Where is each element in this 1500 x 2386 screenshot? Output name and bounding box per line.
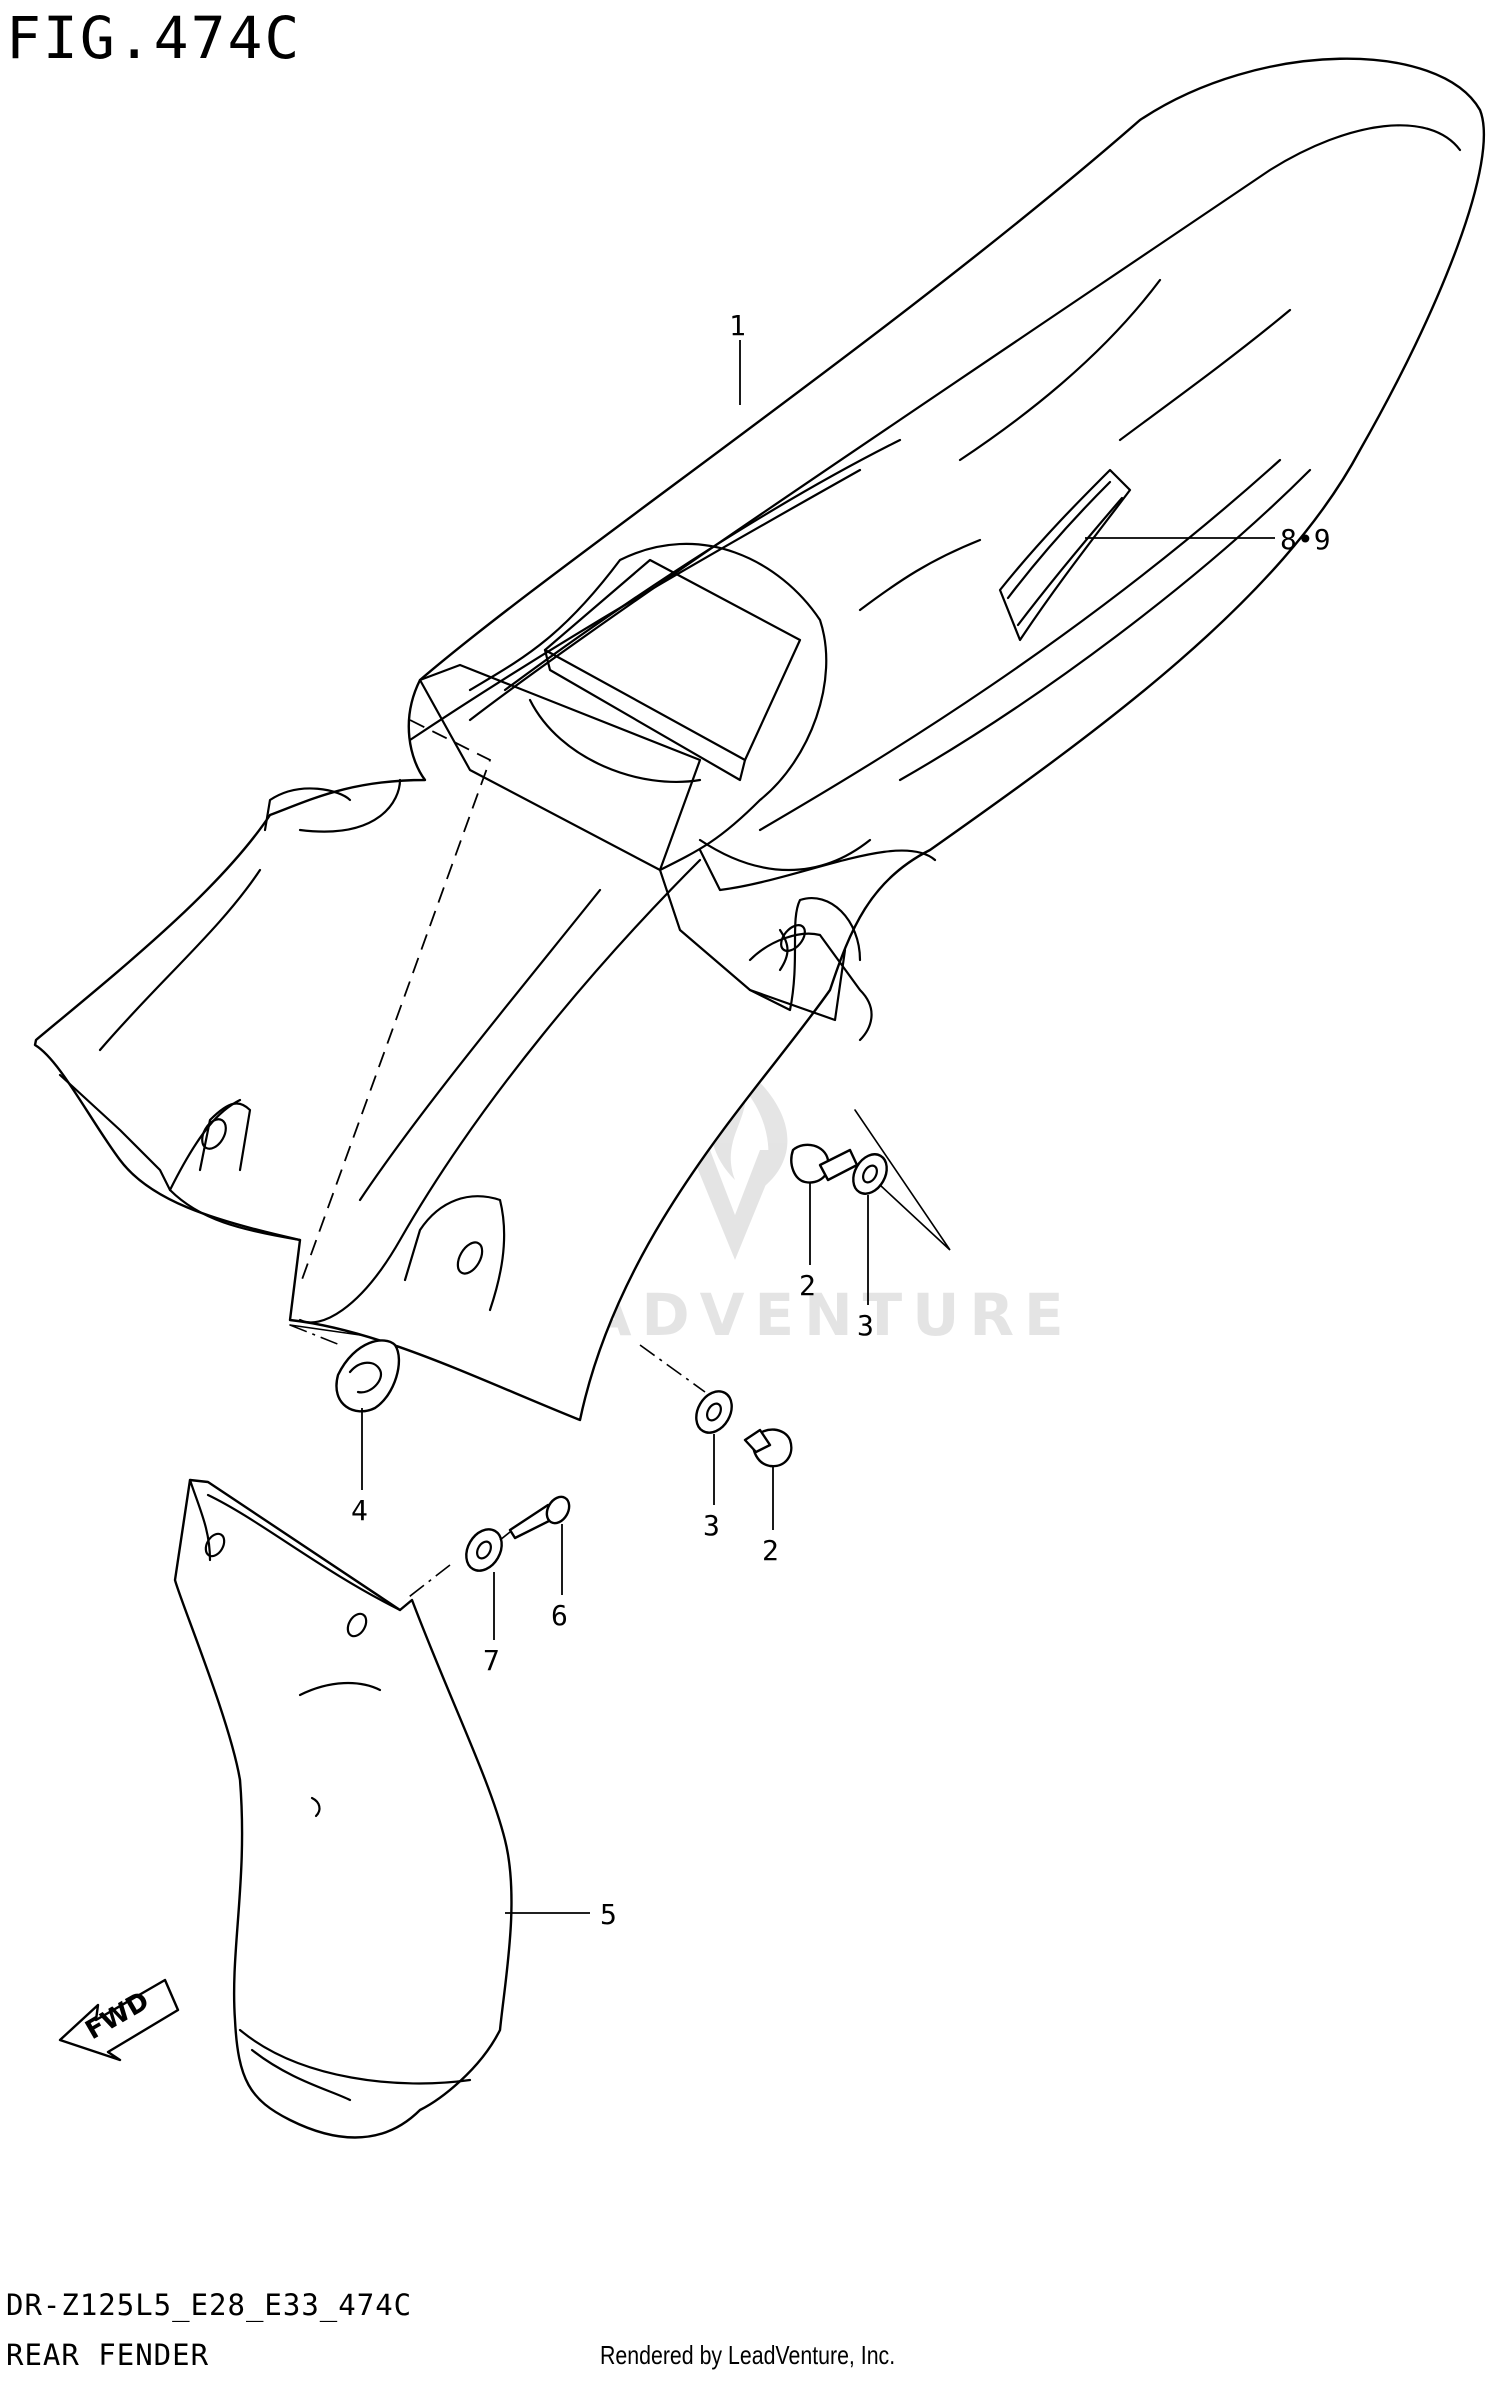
callout-rear-fender: 1 (729, 309, 746, 342)
fwd-arrow: FWD (58, 1978, 180, 2062)
bolt-lower-part (743, 1428, 793, 1468)
callout-washer-small: 7 (483, 1644, 500, 1677)
callout-bolt-lower: 2 (762, 1534, 779, 1567)
washer-small-part (465, 1528, 503, 1572)
callout-bolt-upper: 2 (799, 1269, 816, 1302)
figure-code: DR-Z125L5_E28_E33_474C (6, 2288, 413, 2322)
figure-name: REAR FENDER (6, 2338, 210, 2372)
washer-upper-part (852, 1153, 888, 1195)
callout-screw: 6 (551, 1599, 568, 1632)
bolt-upper-part (790, 1143, 859, 1184)
rear-fender-part (33, 57, 1486, 1422)
decal-125l (998, 468, 1132, 642)
figure-title: FIG.474C (6, 4, 302, 72)
screw-part (508, 1495, 571, 1540)
render-credit: Rendered by LeadVenture, Inc. (600, 2340, 896, 2370)
grommet-part (335, 1339, 401, 1413)
callout-washer-lower: 3 (703, 1509, 720, 1542)
callout-mud-flap: 5 (600, 1898, 617, 1931)
callout-grommet: 4 (351, 1494, 368, 1527)
callout-washer-upper: 3 (857, 1309, 874, 1342)
callout-decal: 8•9 (1280, 523, 1331, 556)
washer-lower-part (695, 1390, 733, 1434)
mud-flap-part (173, 1478, 513, 2139)
